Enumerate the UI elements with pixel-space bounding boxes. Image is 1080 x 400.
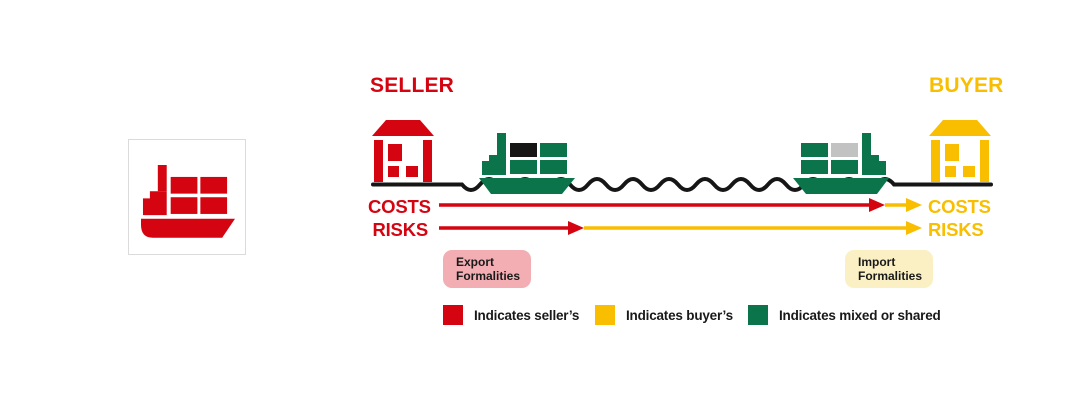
legend-item-buyer: Indicates buyer’s [595,305,733,325]
origin-cargo-ship-icon [479,133,575,194]
risks-seller-arrowhead [568,221,584,235]
import-formalities-badge: Import Formalities [845,250,933,288]
legend-label-shared: Indicates mixed or shared [779,307,941,323]
seller-label: SELLER [370,74,455,97]
transport-route-line [371,177,993,192]
costs-arrow [439,198,922,212]
legend-label-buyer: Indicates buyer’s [626,307,733,323]
black-container [510,143,537,157]
shared-color-swatch [748,305,768,325]
legend-label-seller: Indicates seller’s [474,307,580,323]
import-badge-line1: Import [858,255,896,269]
buyer-label: BUYER [929,74,1004,97]
costs-buyer-arrowhead [906,198,922,212]
seller-color-swatch [443,305,463,325]
destination-cargo-ship-icon [793,133,889,194]
export-formalities-badge: Export Formalities [443,250,531,288]
risks-buyer-arrowhead [906,221,922,235]
import-badge-line2: Formalities [858,269,923,284]
export-badge-line2: Formalities [456,269,521,284]
buyer-color-swatch [595,305,615,325]
risks-label-left: RISKS [372,219,428,240]
risks-label-right: RISKS [928,219,984,240]
costs-label-right: COSTS [928,196,991,217]
costs-label-left: COSTS [368,196,431,217]
thumbnail-ship-shapes [140,165,235,238]
thumbnail-card [128,139,246,255]
costs-seller-arrowhead [869,198,885,212]
legend-item-shared: Indicates mixed or shared [748,305,941,325]
gray-container [831,143,858,157]
legend-item-seller: Indicates seller’s [443,305,579,325]
buyer-warehouse-icon [929,120,991,182]
seller-warehouse-icon [372,120,434,182]
export-badge-line1: Export [456,255,495,269]
risks-arrow [439,221,922,235]
container-ship-icon [140,165,235,238]
